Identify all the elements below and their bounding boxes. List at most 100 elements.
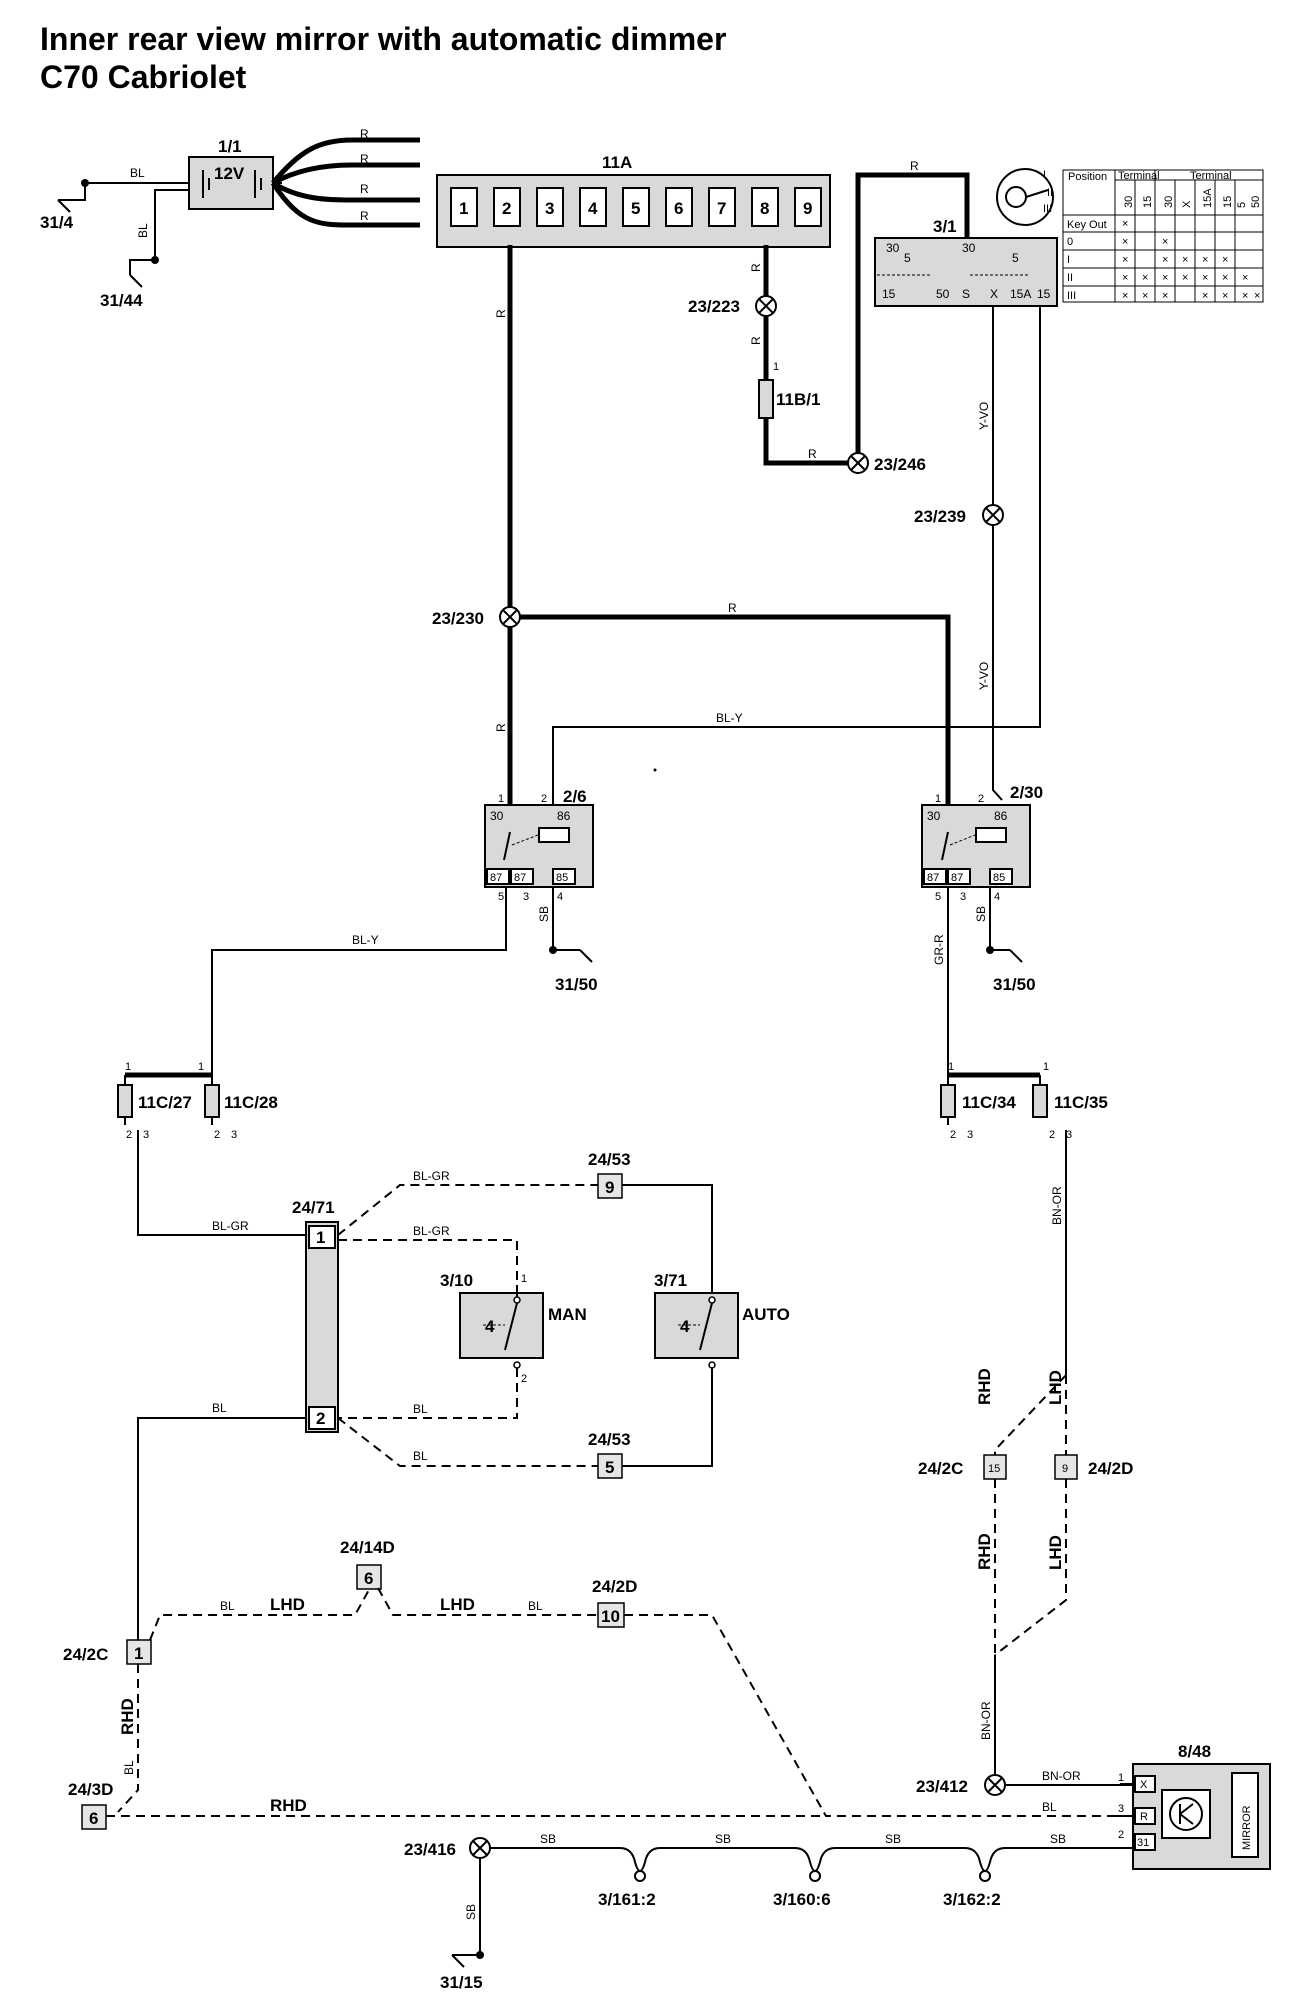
mirror-id: 8/48 bbox=[1178, 1742, 1211, 1761]
splice-label-23-412: 23/412 bbox=[916, 1777, 968, 1796]
fuse-slot bbox=[665, 187, 693, 227]
conn-2414d-id: 24/14D bbox=[340, 1538, 395, 1557]
splice-23-416 bbox=[469, 1837, 491, 1859]
wire-label-r-11: R bbox=[728, 601, 737, 615]
switch-man-pin1: 1 bbox=[521, 1273, 527, 1285]
ignition-id: 3/1 bbox=[933, 217, 957, 236]
switch-auto-label: AUTO bbox=[742, 1305, 790, 1324]
wire-label-bl-5: BL bbox=[212, 1401, 227, 1415]
wire-label-r-8: R bbox=[749, 336, 763, 345]
relay-2-30: 2/30 30 86 87 87 85 1 2 5 3 4 bbox=[921, 783, 1043, 903]
relay2-n2: 2 bbox=[978, 793, 984, 805]
relay1-n5: 5 bbox=[498, 891, 504, 903]
fuse-slot-number: 5 bbox=[631, 199, 640, 218]
table-mark: × bbox=[1162, 272, 1168, 284]
conn-242d-a-id: 24/2D bbox=[1088, 1459, 1133, 1478]
wire-label-blgr-1: BL-GR bbox=[212, 1219, 249, 1233]
wire-bl-dash-1 bbox=[338, 1368, 518, 1419]
table-row-0: 0 bbox=[1067, 236, 1073, 248]
wire-label-sb-4: SB bbox=[715, 1832, 731, 1846]
ground-31-4: 31/4 bbox=[40, 213, 74, 232]
switch-man-label: MAN bbox=[548, 1305, 587, 1324]
relay1-p86: 86 bbox=[557, 809, 571, 823]
wire-label-r-7: R bbox=[749, 263, 763, 272]
fuse4-b1: 2 bbox=[1049, 1129, 1055, 1141]
table-mark: × bbox=[1202, 254, 1208, 266]
splice-label-23-416: 23/416 bbox=[404, 1840, 456, 1859]
conn-2414d-pin: 6 bbox=[364, 1569, 373, 1588]
switch-man: 4 3/10 MAN 1 2 bbox=[440, 1271, 587, 1385]
fuse3-b2: 3 bbox=[967, 1129, 973, 1141]
conn-2471-id: 24/71 bbox=[292, 1198, 335, 1217]
diagram-title: Inner rear view mirror with automatic di… bbox=[40, 21, 726, 57]
conn-242d-a-pin: 9 bbox=[1062, 1463, 1068, 1475]
splice-label-23-239: 23/239 bbox=[914, 507, 966, 526]
fuse-11c28: 11C/28 bbox=[224, 1093, 278, 1112]
fuse-pair-right: 1 1 11C/34 11C/35 2 3 2 3 bbox=[940, 1061, 1108, 1141]
ignition-switch: 3/1 30 5 30 5 15 50 S X 15A 15 bbox=[874, 217, 1058, 307]
splice-23-246 bbox=[847, 452, 869, 474]
fuse2-b1: 2 bbox=[214, 1129, 220, 1141]
fuse-11c27: 11C/27 bbox=[138, 1093, 192, 1112]
table-sub-30a: 30 bbox=[1123, 196, 1135, 208]
svg-text:III: III bbox=[1043, 203, 1052, 215]
wire-label-bnor-1: BN-OR bbox=[1050, 1186, 1064, 1225]
relay2-n1: 1 bbox=[935, 793, 941, 805]
connector-24-71: 1 2 24/71 bbox=[292, 1198, 339, 1433]
wire-label-r-6: R bbox=[494, 723, 508, 732]
fuse-slot bbox=[751, 187, 779, 227]
splice-label-23-230: 23/230 bbox=[432, 609, 484, 628]
mirror-n1: 1 bbox=[1118, 1772, 1124, 1784]
key-position-table: Position Terminal Terminal Key Out 0 I I… bbox=[1062, 169, 1264, 303]
ign-term-x: X bbox=[990, 287, 998, 301]
wire-bl-down bbox=[137, 1417, 306, 1640]
ground-31-50-b: 31/50 bbox=[993, 975, 1036, 994]
relay2-p30: 30 bbox=[927, 809, 941, 823]
table-mark: × bbox=[1122, 272, 1128, 284]
wire-label-bnor-3: BN-OR bbox=[1042, 1769, 1081, 1783]
table-col-position: Position bbox=[1068, 171, 1107, 183]
table-sub-x: X bbox=[1181, 200, 1193, 208]
wire-label-bl-8: BL bbox=[122, 1760, 136, 1775]
fusebox-id: 11A bbox=[602, 153, 632, 172]
wire-11b1-to-splice bbox=[763, 418, 858, 466]
mirror-n3: 3 bbox=[1118, 1803, 1124, 1815]
conn-2471-pin2: 2 bbox=[316, 1409, 325, 1428]
connector-24-2c-1: 1 bbox=[126, 1639, 152, 1665]
table-mark: × bbox=[1182, 254, 1188, 266]
wire-label-bl-1: BL bbox=[130, 166, 145, 180]
ground-point-label-2: 3/160:6 bbox=[773, 1890, 831, 1909]
wire-yvo-2 bbox=[992, 525, 1003, 801]
wire-label-rhd-4: RHD bbox=[270, 1796, 307, 1815]
ign-term-5b: 5 bbox=[1012, 251, 1019, 265]
fuse4-b2: 3 bbox=[1066, 1129, 1072, 1141]
conn-2453b-pin: 5 bbox=[605, 1458, 614, 1477]
table-row-keyout: Key Out bbox=[1067, 219, 1107, 231]
wire-label-r-5: R bbox=[494, 309, 508, 318]
ground-31-15: 31/15 bbox=[440, 1973, 483, 1992]
conn-2471-pin1: 1 bbox=[316, 1228, 325, 1247]
fuse1-b1: 2 bbox=[126, 1129, 132, 1141]
fuse-slot bbox=[493, 187, 521, 227]
conn-242c-a-pin: 15 bbox=[988, 1463, 1000, 1475]
table-mark: × bbox=[1242, 290, 1248, 302]
wire-r-to-relay2 bbox=[520, 614, 951, 810]
fuse-slot bbox=[622, 187, 650, 227]
relay1-n2: 2 bbox=[541, 793, 547, 805]
conn-2453b-id: 24/53 bbox=[588, 1430, 631, 1449]
fuse-pair-left: 1 1 11C/27 11C/28 2 3 2 3 bbox=[117, 1061, 278, 1141]
fuse-slot bbox=[794, 187, 822, 227]
wire-label-lhd-3: LHD bbox=[270, 1595, 305, 1614]
relay1-p87a: 87 bbox=[490, 872, 502, 884]
connector-24-2c-15: 15 bbox=[983, 1454, 1007, 1480]
relay1-p30: 30 bbox=[490, 809, 504, 823]
fuse-11b1-label: 11B/1 bbox=[776, 390, 820, 409]
splice-23-412 bbox=[984, 1774, 1006, 1796]
table-sub-30b: 30 bbox=[1163, 196, 1175, 208]
table-row-2: II bbox=[1067, 272, 1073, 284]
ign-term-5a: 5 bbox=[904, 251, 911, 265]
relay2-id: 2/30 bbox=[1010, 783, 1043, 802]
wire-to-auto bbox=[622, 1184, 713, 1300]
svg-text:I: I bbox=[1043, 169, 1046, 181]
conn-242d-b-id: 24/2D bbox=[592, 1577, 637, 1596]
